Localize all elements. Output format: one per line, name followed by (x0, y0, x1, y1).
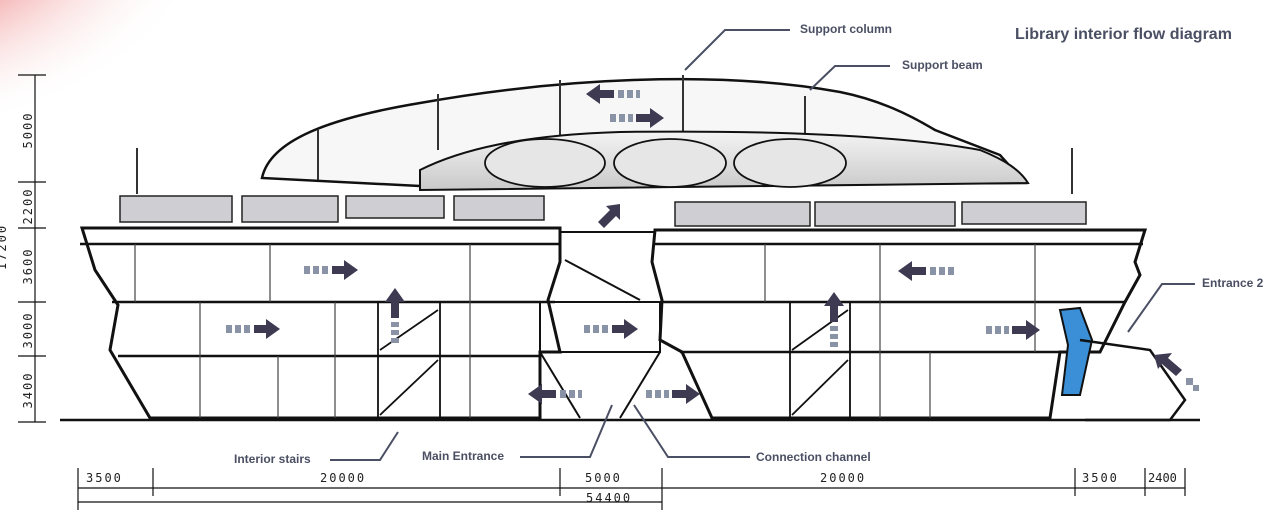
horizontal-dimension-lines (77, 468, 1186, 510)
interior-partitions-left (134, 244, 471, 418)
dim-v-2: 2200 (21, 187, 35, 225)
solar-panels-right (674, 201, 1087, 227)
stair-core-left (377, 301, 441, 419)
leader-main-entrance (520, 404, 613, 458)
dim-h-6: 2400 (1148, 471, 1177, 485)
leader-interior-stairs (330, 431, 399, 461)
leader-entrance-2 (1127, 283, 1195, 333)
dim-h-1: 3500 (86, 471, 123, 485)
pod-window-3 (733, 138, 847, 188)
right-building-block (650, 228, 1148, 420)
vertical-dimension-lines (18, 74, 46, 423)
pod-window-2 (613, 138, 727, 188)
leader-support-beam (809, 65, 890, 91)
label-entrance-2: Entrance 2 (1202, 276, 1264, 290)
flow-arrow-main-entrance-right (672, 384, 700, 404)
flow-arrow-trails (226, 90, 1199, 398)
flow-arrow-roof-right (636, 108, 664, 128)
dim-h-2: 20000 (320, 471, 367, 485)
entrance-2-tower (1058, 306, 1094, 396)
flow-arrow-l2-left (332, 260, 358, 280)
label-main-entrance: Main Entrance (422, 449, 505, 463)
flow-arrow-entrance-2 (1154, 353, 1182, 376)
flow-arrow-l2-right (898, 261, 926, 281)
roof-support-columns (317, 75, 806, 180)
diagram-title: Library interior flow diagram (1015, 26, 1232, 43)
flow-arrow-l1-right (1012, 320, 1040, 340)
leader-connection-channel (633, 404, 750, 458)
flow-arrow-main-entrance-left (528, 384, 556, 404)
dim-v-5: 3400 (21, 371, 35, 409)
flow-arrow-stair-diagonal (598, 204, 620, 228)
label-support-beam: Support beam (902, 58, 983, 72)
flow-arrows (254, 84, 1182, 404)
leader-lines (330, 29, 1195, 461)
flow-arrow-up-left (385, 288, 405, 318)
label-support-column: Support column (800, 22, 892, 36)
flow-arrow-l1-left (254, 319, 280, 339)
flow-arrow-channel (612, 319, 638, 339)
stair-core-right (789, 301, 851, 419)
dim-h-4: 20000 (820, 471, 867, 485)
left-building-block (79, 226, 562, 420)
dim-v-3: 3600 (21, 247, 35, 285)
red-watercolor-splash (0, 0, 220, 140)
label-connection-channel: Connection channel (756, 450, 871, 464)
label-interior-stairs: Interior stairs (234, 452, 311, 466)
connection-channel-structure (539, 231, 661, 419)
dim-h-5: 3500 (1082, 471, 1119, 485)
leader-support-column (684, 29, 790, 71)
dim-v-1: 5000 (21, 111, 35, 149)
solar-panels-left (119, 195, 545, 223)
pod-window-1 (484, 138, 606, 188)
flow-arrow-roof-left (586, 84, 614, 104)
dim-total-height: 17200 (0, 223, 9, 271)
dim-total-width: 54400 (586, 491, 633, 505)
dim-h-3: 5000 (585, 471, 622, 485)
dim-v-4: 3000 (21, 311, 35, 349)
flow-arrow-up-right (824, 292, 844, 322)
